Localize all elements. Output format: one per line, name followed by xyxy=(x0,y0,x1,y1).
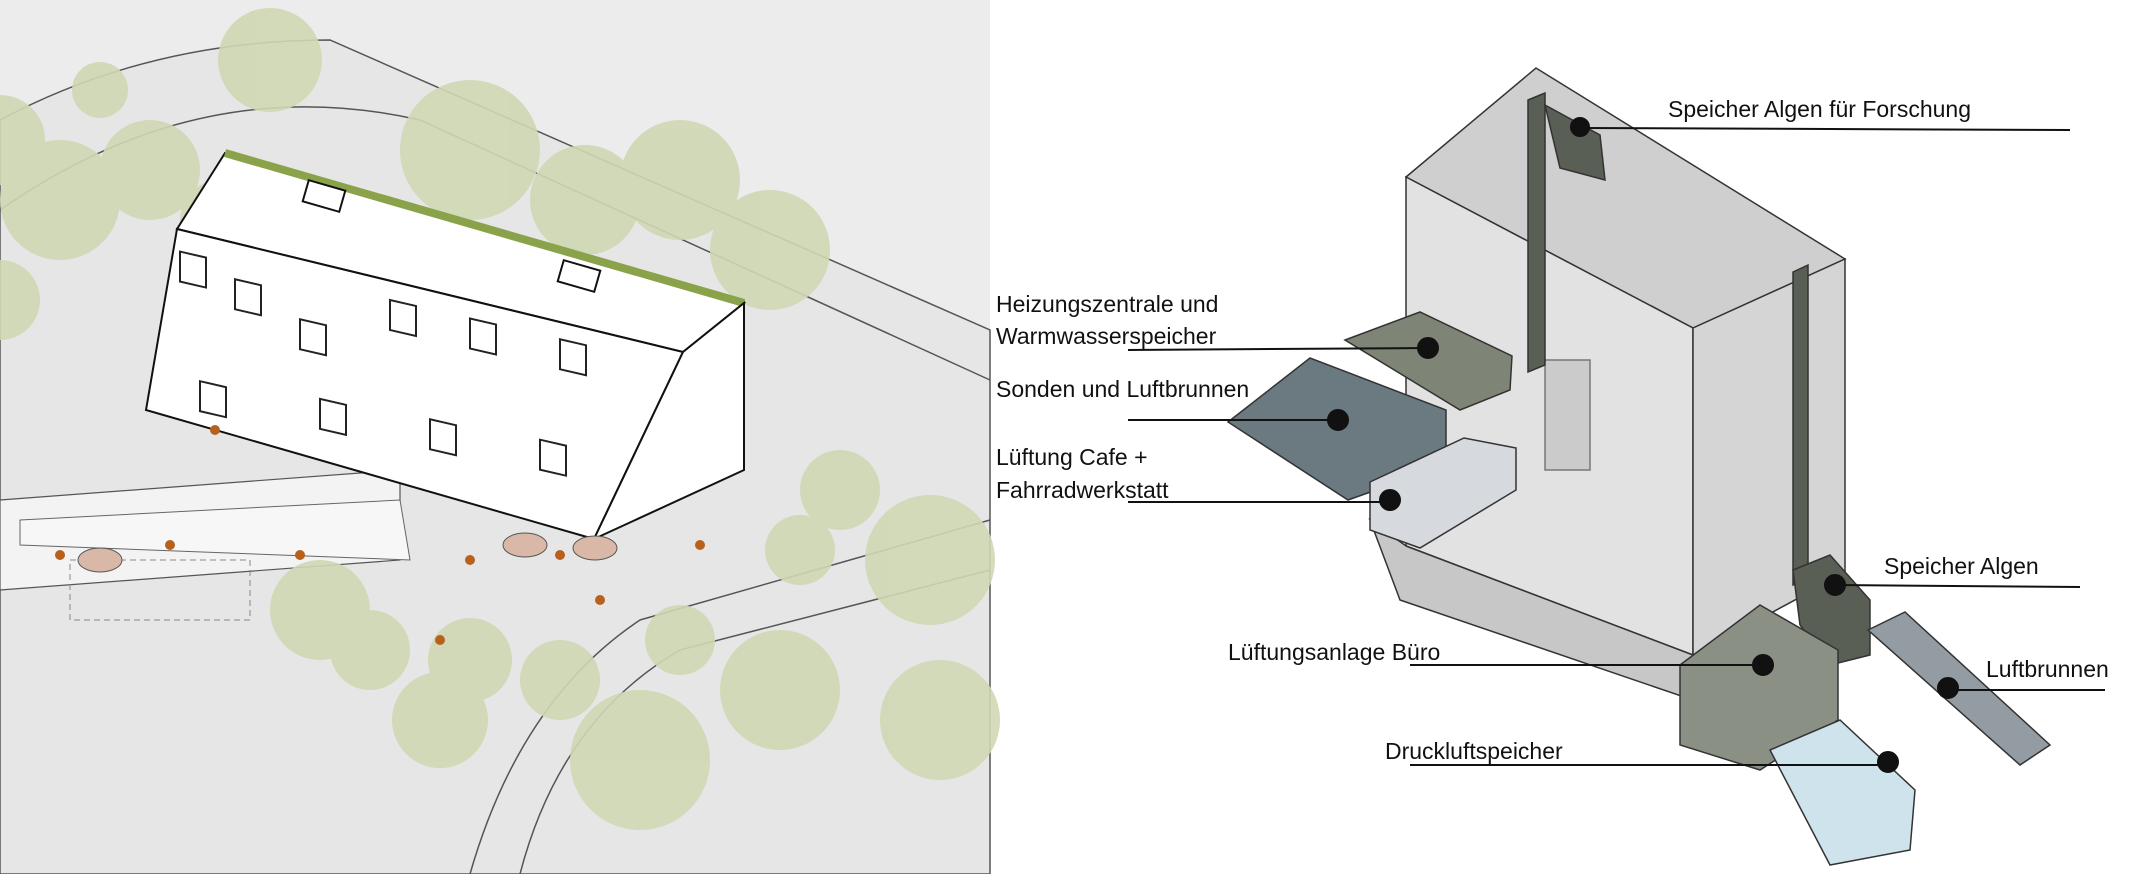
algae-column-research xyxy=(1527,91,1546,374)
label-lueftung-cafe-line1: Lüftung Cafe + xyxy=(996,444,1148,470)
label-speicher-forschung: Speicher Algen für Forschung xyxy=(1668,96,1972,122)
box-luftbrunnen xyxy=(1866,611,2052,766)
windows xyxy=(179,250,587,477)
site-illustration xyxy=(0,0,1000,874)
label-sonden: Sonden und Luftbrunnen xyxy=(996,376,1250,402)
box-lueftung-buero xyxy=(1679,604,1839,771)
leader-lines xyxy=(1127,117,2105,773)
trees xyxy=(0,8,1000,830)
box-druckluft xyxy=(1768,719,1916,866)
box-heizung xyxy=(1343,311,1513,411)
box-lueftung-cafe xyxy=(1369,437,1517,549)
label-speicher-algen: Speicher Algen xyxy=(1884,553,2039,579)
label-luftbrunnen: Luftbrunnen xyxy=(1986,656,2109,682)
people xyxy=(55,425,705,645)
label-druckluft: Druckluftspeicher xyxy=(1385,738,1563,764)
label-heizung-line1: Heizungszentrale und xyxy=(996,291,1219,317)
technical-diagram xyxy=(1226,67,2052,866)
label-lueftung-cafe-line2: Fahrradwerkstatt xyxy=(996,477,1169,503)
label-lueftung-buero: Lüftungsanlage Büro xyxy=(1228,639,1441,665)
algae-column xyxy=(1792,263,1809,587)
parasols xyxy=(77,532,618,573)
label-heizung-line2: Warmwasserspeicher xyxy=(996,323,1217,349)
